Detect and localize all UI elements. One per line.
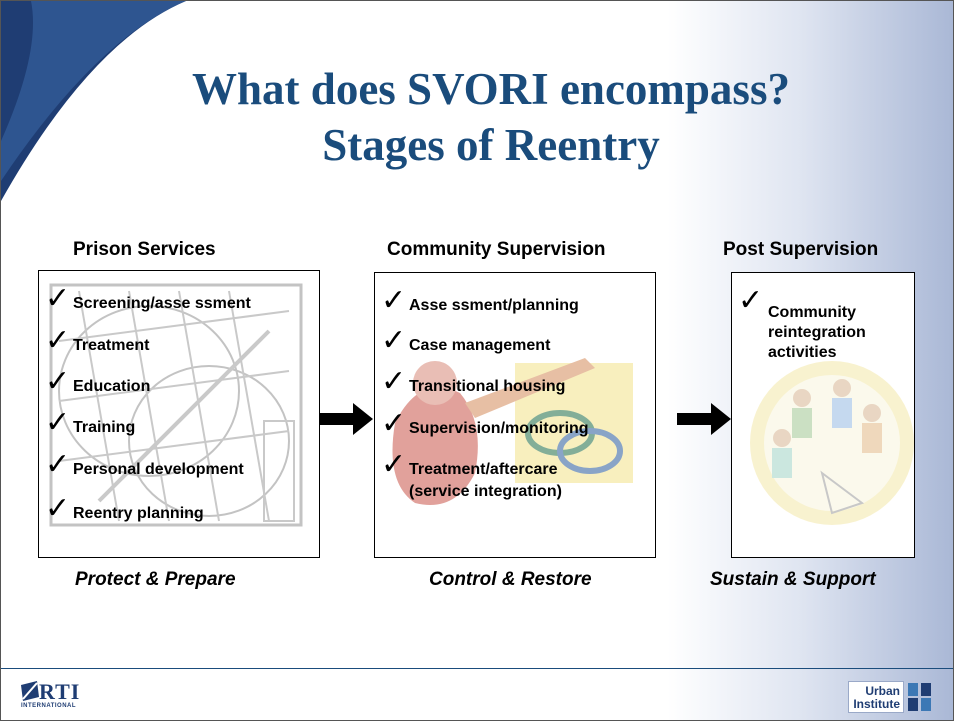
- footer-divider: [1, 668, 953, 669]
- rti-wordmark: RTI: [39, 679, 81, 704]
- check-icon: ✓: [381, 447, 407, 482]
- right-arrow-icon: [677, 403, 731, 435]
- urban-institute-wordmark: Urban Institute: [848, 681, 904, 713]
- right-arrow-icon: [319, 403, 373, 435]
- rti-subtitle: INTERNATIONAL: [21, 703, 77, 709]
- stage-box-prison-services: ✓Screening/asse ssment ✓Treatment ✓Educa…: [38, 270, 320, 558]
- prison-window-sketch-image: [49, 283, 303, 527]
- check-icon: ✓: [45, 364, 71, 399]
- slide-title: What does SVORI encompass? Stages of Ree…: [61, 61, 921, 173]
- title-line-1: What does SVORI encompass?: [192, 64, 790, 114]
- post-supervision-text: Community reintegration activities: [768, 304, 866, 361]
- check-icon: ✓: [738, 283, 764, 318]
- check-icon: ✓: [45, 447, 71, 482]
- check-icon: ✓: [381, 364, 407, 399]
- check-icon: ✓: [381, 283, 407, 318]
- stage-box-post-supervision: ✓ Community reintegration activities: [731, 272, 915, 558]
- stage-heading-community-supervision: Community Supervision: [387, 239, 606, 260]
- check-icon: ✓: [381, 323, 407, 358]
- urban-mark-icon: [908, 683, 931, 711]
- stage-box-community-supervision: ✓Asse ssment/planning ✓Case management ✓…: [374, 272, 656, 558]
- corner-swoosh-decoration: [1, 1, 186, 201]
- stage-motto-community-supervision: Control & Restore: [429, 569, 592, 590]
- rti-logo: RTI INTERNATIONAL: [21, 679, 101, 709]
- check-icon: ✓: [45, 323, 71, 358]
- check-icon: ✓: [45, 281, 71, 316]
- rti-mark-icon: [21, 681, 39, 701]
- community-group-sketch-image: [750, 361, 914, 525]
- stage-motto-prison-services: Protect & Prepare: [75, 569, 236, 590]
- stage-heading-post-supervision: Post Supervision: [723, 239, 879, 260]
- stage-heading-prison-services: Prison Services: [73, 239, 216, 260]
- check-icon: ✓: [45, 405, 71, 440]
- supervision-handcuffs-sketch-image: [392, 358, 633, 505]
- check-icon: ✓: [381, 406, 407, 441]
- stage-motto-post-supervision: Sustain & Support: [710, 569, 876, 590]
- check-icon: ✓: [45, 491, 71, 526]
- title-line-2: Stages of Reentry: [322, 120, 660, 170]
